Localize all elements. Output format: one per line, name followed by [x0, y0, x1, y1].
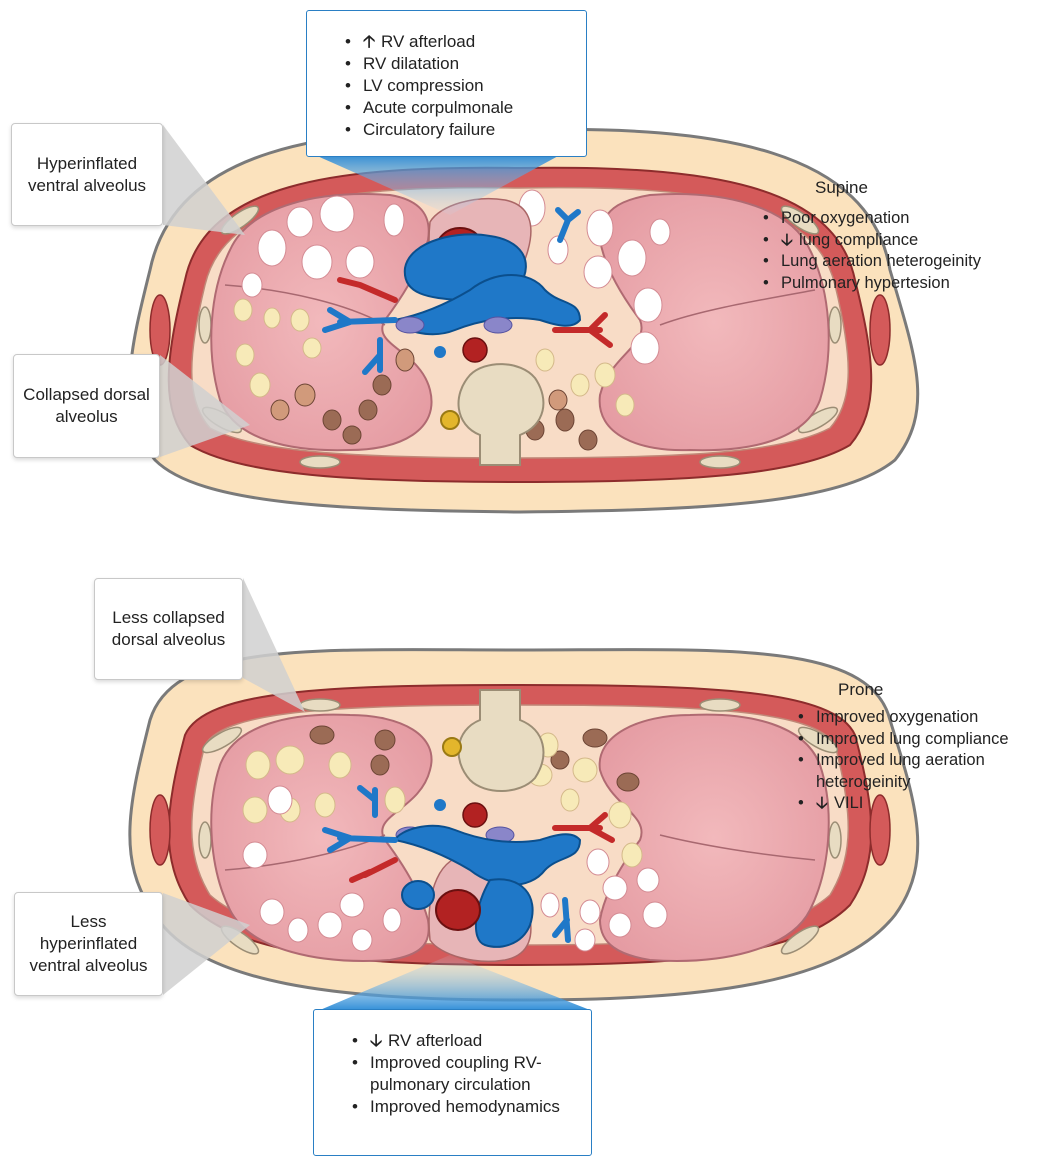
supine-title: Supine: [815, 178, 868, 197]
supine-callout-collapsed: Collapsed dorsal alveolus: [13, 354, 160, 458]
prone-callout-less-hyperinflated: Less hyperinflated ventral alveolus: [14, 892, 163, 996]
supine-outcome-item: Pulmonary hypertesion: [755, 273, 1040, 295]
supine-effect-item: Circulatory failure: [337, 119, 586, 141]
prone-pointer-upper: [243, 578, 305, 712]
supine-cross-section: [128, 127, 920, 514]
prone-outcome-item: Improved lung compliance: [790, 729, 1040, 751]
supine-effect-item: Acute corpulmonale: [337, 97, 586, 119]
prone-outcome-item: 🡣VILI: [790, 793, 1040, 815]
prone-effects-box: 🡣RV afterload Improved coupling RV-pulmo…: [313, 1009, 592, 1156]
supine-partial-alveoli: [233, 298, 635, 417]
prone-spinal-cord: [442, 737, 462, 757]
prone-effect-item: 🡣RV afterload: [344, 1030, 581, 1052]
supine-artery-branches: [337, 277, 613, 348]
supine-pointer-lower: [160, 355, 250, 457]
prone-beam: [320, 955, 590, 1010]
prone-left-lung: [210, 713, 433, 962]
prone-effect-item: Improved hemodynamics: [344, 1096, 581, 1118]
supine-outcome-item: Poor oxygenation: [755, 208, 1040, 230]
supine-callout-hyperinflated: Hyperinflated ventral alveolus: [11, 123, 163, 226]
supine-outcome-item: Lung aeration heterogeinity: [755, 251, 1040, 273]
prone-outcomes: Improved oxygenation Improved lung compl…: [790, 707, 1040, 815]
prone-effects-list: 🡣RV afterload Improved coupling RV-pulmo…: [344, 1030, 581, 1118]
prone-outcome-item: Improved lung aeration heterogeinity: [790, 750, 1040, 793]
supine-effect-item: RV dilatation: [337, 53, 586, 75]
down-arrow-icon: 🡣: [781, 230, 793, 249]
down-arrow-icon: 🡣: [816, 794, 828, 812]
prone-cross-section: [128, 648, 920, 1002]
prone-effect-item: Improved coupling RV-pulmonary circulati…: [344, 1052, 581, 1096]
supine-outcomes: Poor oxygenation 🡣lung compliance Lung a…: [755, 208, 1040, 294]
prone-callout-less-collapsed: Less collapsed dorsal alveolus: [94, 578, 243, 680]
supine-effect-item: LV compression: [337, 75, 586, 97]
supine-effects-list: 🡡RV afterload RV dilatation LV compressi…: [337, 31, 586, 141]
supine-spinal-cord: [440, 410, 460, 430]
prone-aorta: [435, 889, 481, 931]
up-arrow-icon: 🡡: [363, 32, 376, 51]
prone-open-alveoli: [242, 785, 668, 952]
supine-outcome-item: 🡣lung compliance: [755, 230, 1040, 252]
supine-vein-branches: [322, 207, 581, 375]
supine-pointer-upper: [163, 125, 245, 235]
supine-beam: [315, 155, 560, 215]
supine-vertebra: [457, 363, 545, 466]
down-arrow-icon: 🡣: [370, 1031, 383, 1050]
supine-open-alveoli: [241, 189, 671, 365]
supine-effect-item: 🡡RV afterload: [337, 31, 586, 53]
supine-effects-box: 🡡RV afterload RV dilatation LV compressi…: [306, 10, 587, 157]
prone-title: Prone: [838, 680, 884, 699]
prone-collapsed-alveoli: [309, 725, 640, 792]
prone-outcome-item: Improved oxygenation: [790, 707, 1040, 729]
prone-pointer-lower: [163, 893, 250, 995]
